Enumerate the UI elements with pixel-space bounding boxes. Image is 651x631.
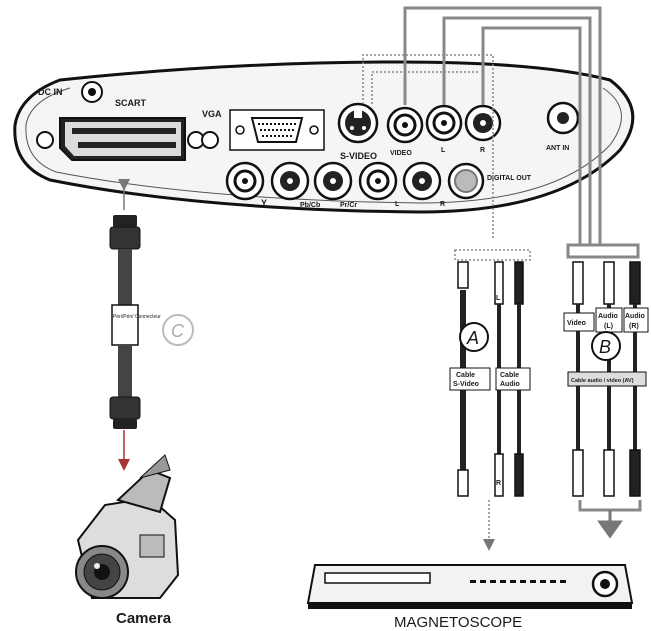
s-video-port[interactable] <box>337 102 379 144</box>
audio-r-bottom-port[interactable] <box>402 161 442 201</box>
video-in-port[interactable] <box>386 106 424 144</box>
svg-text:C: C <box>171 321 185 341</box>
svg-text:S-Video: S-Video <box>453 381 479 388</box>
cable-b-badge: B <box>591 331 621 361</box>
svg-text:Video: Video <box>567 320 586 327</box>
cable-b[interactable] <box>572 261 642 539</box>
cable-b-audio-r-tag: Audio (R) <box>623 307 649 333</box>
camera-label: Camera <box>116 610 172 627</box>
audio-l-in-port[interactable] <box>425 104 463 142</box>
component-pr-port[interactable] <box>313 161 353 201</box>
video-label: VIDEO <box>390 150 412 157</box>
svg-text:Cable: Cable <box>500 372 519 379</box>
svg-text:Audio: Audio <box>500 381 520 388</box>
camera-icon <box>75 454 180 599</box>
svg-text:Cable: Cable <box>456 372 475 379</box>
cable-a[interactable] <box>457 261 524 551</box>
scart-port[interactable] <box>36 117 205 161</box>
cable-a-svideo-tag: Cable S-Video <box>449 367 491 391</box>
cable-c-badge: C <box>162 314 194 346</box>
svg-text:Audio: Audio <box>598 313 618 320</box>
audio-r-bottom-label: R <box>440 201 445 208</box>
audio-l-bottom-port[interactable] <box>358 161 398 201</box>
audio-l-top-label: L <box>441 147 446 154</box>
cable-a-r-tag: R <box>496 480 501 487</box>
audio-l-bottom-label: L <box>395 201 400 208</box>
audio-r-in-port[interactable] <box>464 104 502 142</box>
magnetoscope-label: MAGNETOSCOPE <box>394 614 522 631</box>
svg-text:B: B <box>599 337 611 357</box>
pb-cb-label: Pb/Cb <box>300 202 320 209</box>
digital-out-port[interactable] <box>447 162 485 200</box>
svg-text:(R): (R) <box>629 323 639 330</box>
routing-lines <box>362 6 640 261</box>
svg-text:Cable audio / video (AV): Cable audio / video (AV) <box>571 378 634 384</box>
audio-r-top-label: R <box>480 147 485 154</box>
svg-text:(L): (L) <box>604 323 613 330</box>
svg-text:A: A <box>466 328 479 348</box>
vga-port[interactable] <box>201 109 325 151</box>
y-label: Y <box>261 198 267 208</box>
component-pb-port[interactable] <box>270 161 310 201</box>
digital-out-label: DIGITAL OUT <box>487 175 532 182</box>
vga-label: VGA <box>202 109 222 119</box>
dc-in-label: DC IN <box>38 87 63 97</box>
cable-a-audio-tag: Cable Audio <box>495 367 531 391</box>
scart-cable-sticker: Péri/Péri/ Connecteur <box>113 314 161 320</box>
ant-in-port[interactable] <box>546 101 580 135</box>
cable-a-l-tag: L <box>496 295 501 302</box>
scart-label: SCART <box>115 98 147 108</box>
dc-in-port[interactable] <box>81 81 103 103</box>
cable-b-video-tag: Video <box>563 312 595 332</box>
cable-a-badge: A <box>459 322 489 352</box>
svg-text:Audio: Audio <box>625 313 645 320</box>
scart-cable[interactable] <box>109 179 141 471</box>
pr-cr-label: Pr/Cr <box>340 202 357 209</box>
ant-in-label: ANT IN <box>546 145 569 152</box>
cable-b-audio-l-tag: Audio (L) <box>595 307 623 333</box>
s-video-label: S-VIDEO <box>340 151 377 161</box>
vcr-icon <box>306 564 634 609</box>
component-y-port[interactable] <box>225 161 265 201</box>
cable-b-sticker: Cable audio / video (AV) <box>567 371 647 387</box>
